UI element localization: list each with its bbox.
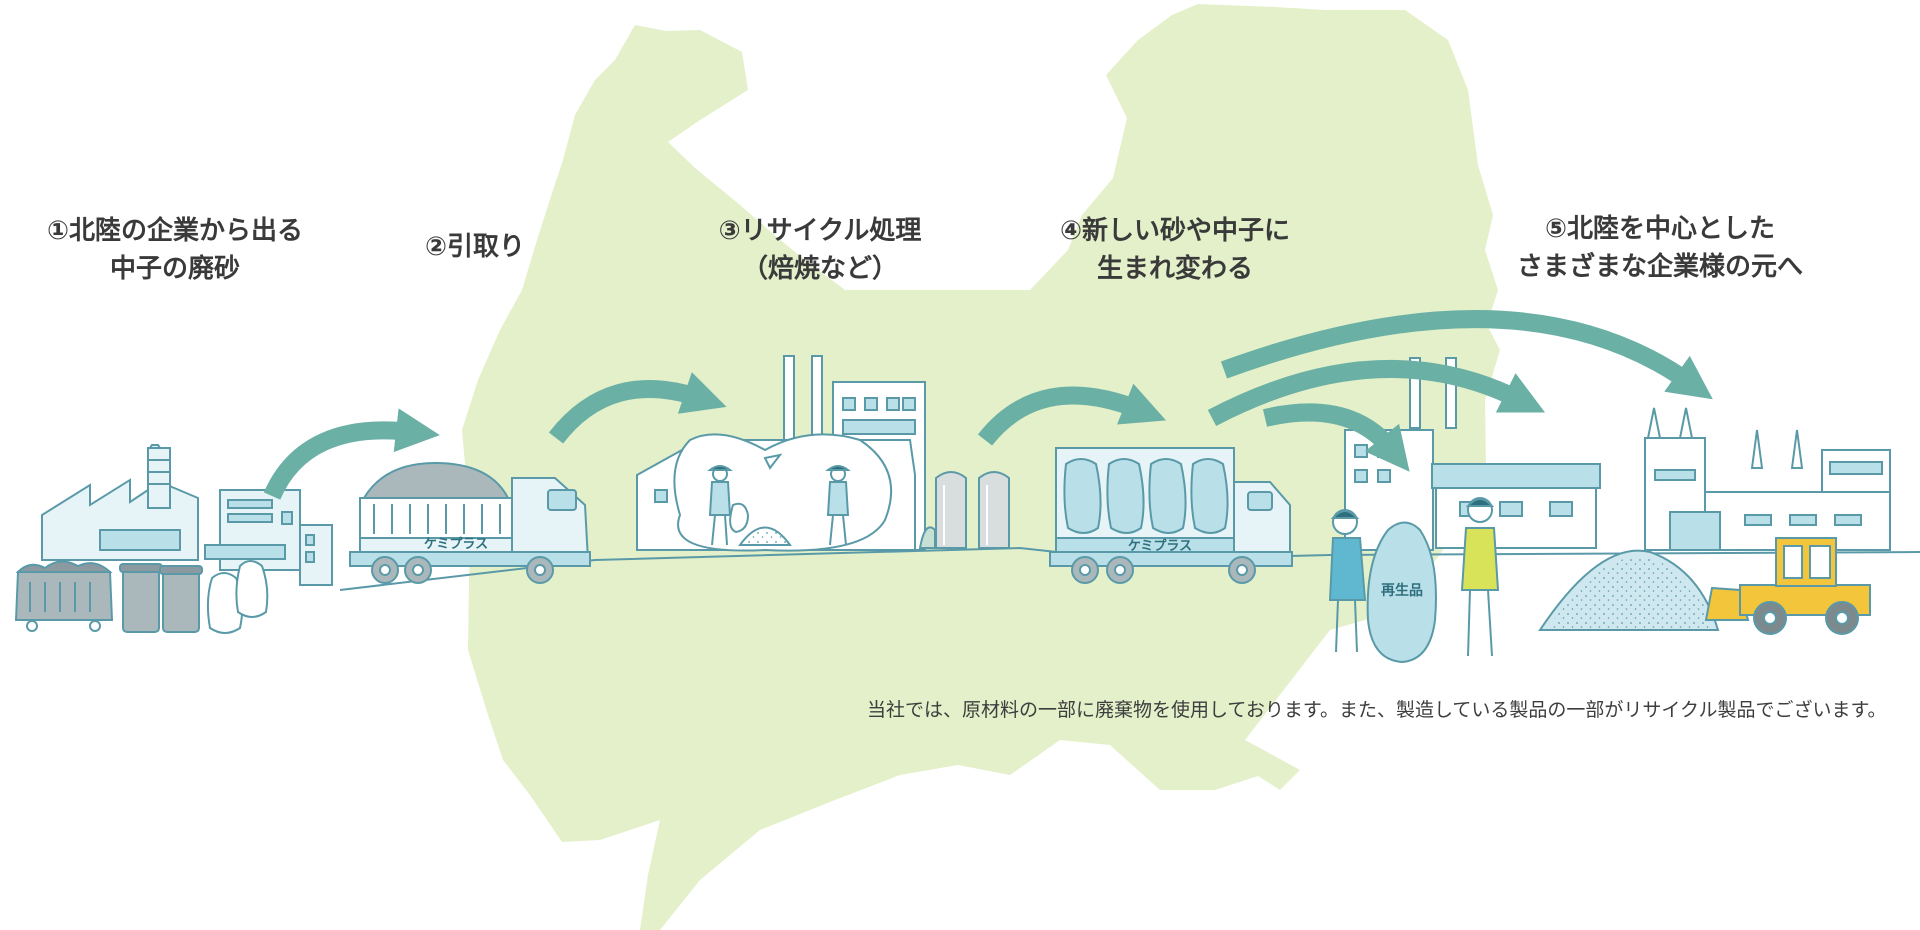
step-2-title: ②引取り (405, 228, 545, 266)
step-4-line-1: ④新しい砂や中子に (1059, 216, 1290, 246)
step-1-title: ①北陸の企業から出る 中子の廃砂 (25, 212, 325, 288)
cargo-truck (1049, 447, 1293, 584)
step-1-line-2: 中子の廃砂 (109, 254, 240, 284)
waste-bins (14, 560, 269, 634)
dump-truck (349, 461, 591, 584)
step-5-title: ⑤北陸を中心とした さまざまな企業様の元へ (1470, 210, 1850, 286)
bag-label: 再生品 (1381, 582, 1423, 599)
disclaimer-note: 当社では、原材料の一部に廃棄物を使用しております。また、製造している製品の一部が… (867, 699, 1887, 721)
step-2-line-1: ②引取り (424, 232, 525, 262)
factory-icon-3 (1644, 407, 1891, 551)
step-1-line-1: ①北陸の企業から出る (46, 216, 303, 246)
step-5-line-1: ⑤北陸を中心とした (1544, 214, 1775, 244)
flow-arrow-5 (1207, 360, 1546, 426)
truck-label-2: ケミプラス (1128, 539, 1192, 554)
flow-arrows (263, 310, 1713, 500)
workers (1328, 497, 1500, 664)
hokuriku-map (462, 4, 1500, 930)
step-4-title: ④新しい砂や中子に 生まれ変わる (1030, 212, 1320, 288)
flow-arrow-6 (1220, 310, 1713, 400)
flow-arrow-4 (1262, 403, 1410, 472)
truck-label: ケミプラス (424, 537, 488, 552)
step-5-line-2: さまざまな企業様の元へ (1516, 252, 1803, 282)
wheel-loader (1704, 537, 1871, 635)
silos (918, 471, 1010, 549)
step-4-line-2: 生まれ変わる (1096, 254, 1253, 284)
flow-arrow-3 (977, 383, 1167, 446)
step-3-title: ③リサイクル処理 （焙焼など） (680, 212, 960, 288)
flow-arrow-2 (548, 372, 727, 444)
flow-arrow-1 (263, 408, 440, 500)
factory-icon (41, 444, 333, 586)
sand-texture (1548, 556, 1712, 628)
step-3-line-2: （焙焼など） (741, 254, 898, 284)
recycling-plant (636, 355, 926, 552)
step-3-line-1: ③リサイクル処理 (718, 216, 922, 246)
